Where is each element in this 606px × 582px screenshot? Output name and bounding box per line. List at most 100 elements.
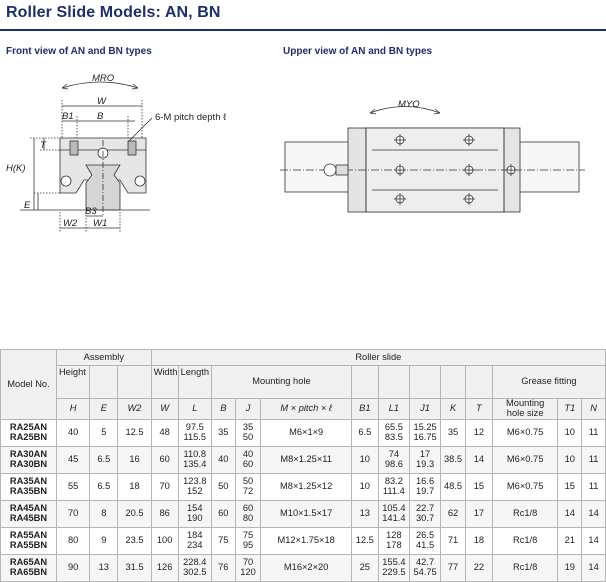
t-cell: 15 — [464, 473, 493, 501]
e-label: E — [24, 200, 31, 211]
l1-cell-line: 83.2 — [384, 476, 403, 487]
e-cell: 5 — [89, 419, 119, 447]
l1-cell-line: 111.4 — [382, 486, 405, 496]
col-l: L — [177, 398, 212, 420]
col-b1: B1 — [350, 398, 379, 420]
l-cell-line: 110.8 — [183, 449, 207, 460]
h-cell: 90 — [55, 554, 91, 582]
j-cell-line: 60 — [242, 503, 254, 514]
l-cell-line: 302.5 — [183, 567, 207, 577]
blank-header — [408, 365, 442, 399]
w-cell: 60 — [150, 446, 179, 474]
model-cell-line: RA55BN — [9, 540, 48, 550]
length-header: Length — [177, 365, 212, 399]
b-cell: 40 — [210, 446, 236, 474]
t-cell: 22 — [464, 554, 493, 582]
h-cell: 80 — [55, 527, 91, 555]
b1-cell: 12.5 — [350, 527, 379, 555]
l-cell-line: 135.4 — [183, 459, 207, 469]
hole-size-cell: Rc1/8 — [491, 554, 559, 582]
w-label: W — [97, 96, 107, 107]
m-pitch-cell: M10×1.5×17 — [260, 500, 352, 528]
l1-cell-line: 105.4 — [382, 503, 406, 514]
l1-cell-line: 128 — [386, 530, 402, 541]
j1-cell-line: 22.7 — [416, 503, 435, 514]
height-header: Height — [55, 365, 91, 399]
col-w2: W2 — [117, 398, 152, 420]
b-cell: 60 — [210, 500, 236, 528]
l1-cell-line: 229.5 — [382, 567, 406, 577]
b1-label: B1 — [62, 111, 74, 122]
j-cell-line: 50 — [242, 476, 254, 487]
j1-cell-line: 15.25 — [413, 422, 437, 433]
b-label: B — [97, 111, 104, 122]
mro-label: MRO — [92, 73, 115, 84]
w2-cell: 31.5 — [117, 554, 152, 582]
w-cell: 70 — [150, 473, 179, 501]
col-n: N — [581, 398, 606, 420]
t1-cell: 10 — [557, 419, 583, 447]
w2-cell: 12.5 — [117, 419, 152, 447]
e-cell: 13 — [89, 554, 119, 582]
col-w: W — [150, 398, 179, 420]
col-b: B — [210, 398, 236, 420]
title-rule — [0, 29, 606, 31]
j-cell-line: 95 — [242, 540, 254, 550]
hole-size-cell: Rc1/8 — [491, 527, 559, 555]
l-cell-line: 184 — [187, 530, 203, 541]
w2-cell: 23.5 — [117, 527, 152, 555]
m-pitch-cell: M16×2×20 — [260, 554, 352, 582]
h-cell: 40 — [55, 419, 91, 447]
upper-view-caption: Upper view of AN and BN types — [283, 46, 433, 57]
t1-cell: 10 — [557, 446, 583, 474]
j1-cell-line: 19.7 — [416, 486, 435, 496]
w-cell: 48 — [150, 419, 179, 447]
j1-cell-line: 16.6 — [416, 476, 435, 487]
col-l1: L1 — [377, 398, 410, 420]
model-cell-line: RA30BN — [9, 459, 48, 469]
l1-cell-line: 178 — [386, 540, 402, 550]
col-j: J — [234, 398, 262, 420]
model-cell-line: RA25BN — [9, 432, 48, 442]
col-mounting-hole-size: Mounting hole size — [491, 398, 559, 420]
l-cell-line: 115.5 — [183, 432, 207, 442]
k-cell: 71 — [440, 527, 466, 555]
w-cell: 126 — [150, 554, 179, 582]
e-cell: 8 — [89, 500, 119, 528]
blank-header — [117, 365, 152, 399]
b1-cell: 10 — [350, 446, 379, 474]
blank-header — [377, 365, 410, 399]
t-cell: 17 — [464, 500, 493, 528]
mhs-line2: hole size — [506, 408, 544, 418]
h-cell: 70 — [55, 500, 91, 528]
b-cell: 76 — [210, 554, 236, 582]
w2-cell: 16 — [117, 446, 152, 474]
hole-size-cell: Rc1/8 — [491, 500, 559, 528]
roller-slide-header: Roller slide — [150, 349, 606, 366]
b1-cell: 10 — [350, 473, 379, 501]
j-cell-line: 60 — [242, 459, 254, 469]
j-cell-line: 75 — [242, 530, 254, 541]
col-m-pitch: M × pitch × ℓ — [260, 398, 352, 420]
